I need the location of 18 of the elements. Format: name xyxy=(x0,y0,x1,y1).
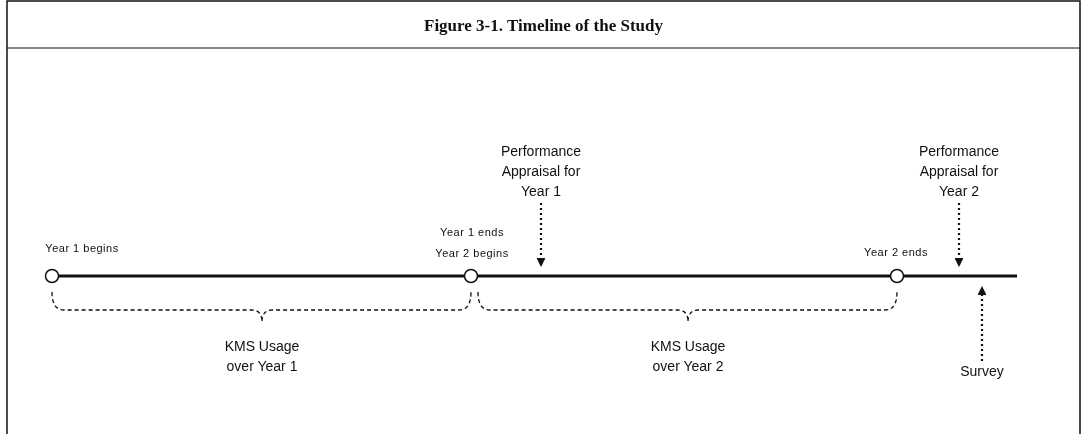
timeline-note: Performance Appraisal for Year 2 xyxy=(917,142,1001,201)
dotted-arrow xyxy=(977,286,987,361)
event-label: Year 1 ends Year 2 begins xyxy=(434,225,510,261)
timeline-segment xyxy=(59,274,464,278)
timeline-note: Performance Appraisal for Year 1 xyxy=(499,142,583,201)
event-marker xyxy=(890,269,904,283)
dotted-arrow xyxy=(954,203,964,267)
timeline-segment xyxy=(478,274,890,278)
figure-title: Figure 3-1. Timeline of the Study xyxy=(423,16,664,36)
timeline-segment xyxy=(904,274,1017,278)
dotted-arrow xyxy=(536,203,546,267)
event-label: Year 2 ends xyxy=(863,245,929,260)
timeline-note: KMS Usage over Year 2 xyxy=(649,337,727,376)
event-label: Year 1 begins xyxy=(44,241,120,256)
timeline-note: Survey xyxy=(959,362,1005,381)
event-marker xyxy=(464,269,478,283)
timeline-note: KMS Usage over Year 1 xyxy=(223,337,301,376)
event-marker xyxy=(45,269,59,283)
